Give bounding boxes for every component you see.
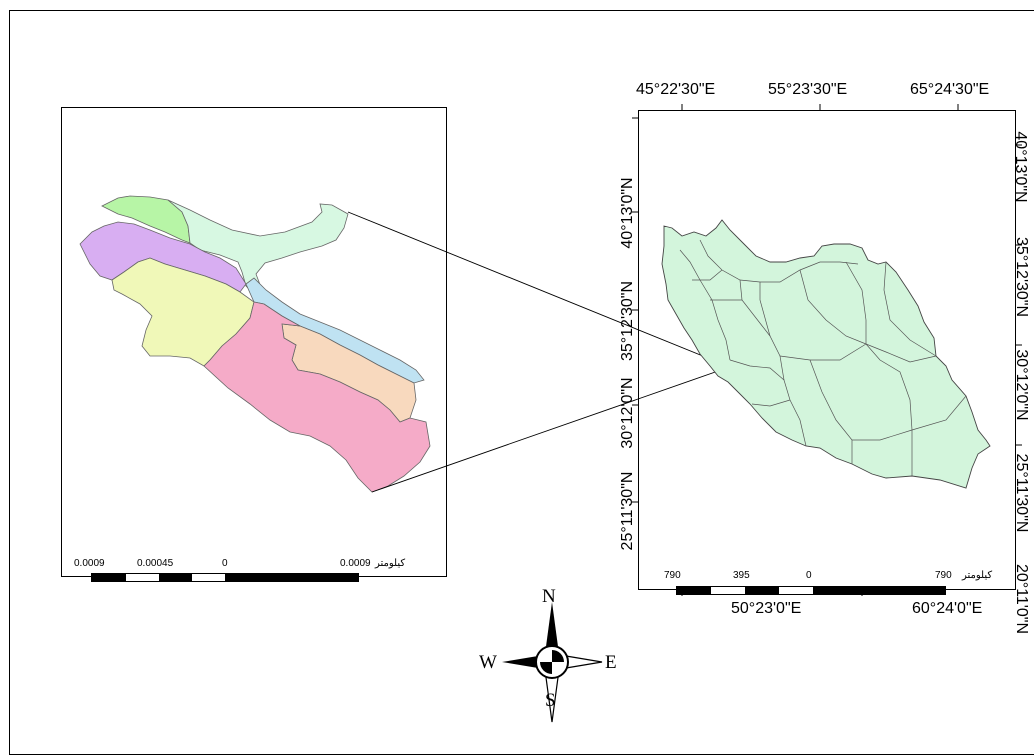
iran-scale-label-3: 0 <box>806 570 812 581</box>
right-latitude-label-4: 25°11'30"N <box>1013 453 1030 533</box>
inset-scale-label-1: 0.0009 <box>74 558 105 569</box>
compass-label-e: E <box>605 652 617 673</box>
iran-province-borders <box>679 239 967 476</box>
top-longitude-label-2: 55°23'30"E <box>768 81 848 98</box>
inset-scale-unit: کیلومتر <box>375 558 406 569</box>
region-pink <box>203 301 431 493</box>
inset-scale-label-2: 0.00045 <box>137 558 174 569</box>
connector-line-bottom <box>371 369 722 493</box>
top-longitude-label-3: 65°24'30"E <box>910 81 990 98</box>
right-latitude-label-1: 40°13'0"N <box>1012 131 1029 203</box>
region-mint <box>167 199 349 296</box>
right-latitude-label-2: 35°12'30"N <box>1013 236 1030 318</box>
left-latitude-label-1: 40°13'0"N <box>619 177 636 249</box>
top-longitude-label-1: 45°22'30"E <box>636 81 716 98</box>
connector-lines <box>347 211 731 493</box>
compass-north-point <box>545 602 559 654</box>
compass-west-point <box>502 655 544 669</box>
bottom-longitude-label-1: 50°23'0"E <box>731 600 802 617</box>
province-regions <box>79 195 431 493</box>
iran-map <box>661 219 991 489</box>
inset-scale-label-4: 0.0009 <box>340 558 371 569</box>
iran-scale-label-1: 790 <box>664 570 681 581</box>
bottom-longitude-label-2: 60°24'0"E <box>912 600 983 617</box>
north-arrow <box>502 602 603 723</box>
iran-scale-bar <box>676 586 946 595</box>
iran-scale-unit: کیلومتر <box>962 570 993 581</box>
iran-scale-label-2: 395 <box>733 570 750 581</box>
right-latitude-label-5: 20°11'0"N <box>1013 564 1030 634</box>
inset-scale-label-3: 0 <box>222 558 228 569</box>
inset-scale-bar <box>91 573 359 582</box>
right-latitude-label-3: 30°12'0"N <box>1013 349 1030 421</box>
compass-label-w: W <box>479 652 497 673</box>
iran-outline <box>661 219 991 489</box>
compass-label-s: S <box>545 690 556 711</box>
iran-scale-label-4: 790 <box>935 570 952 581</box>
connector-line-top <box>347 211 731 368</box>
left-latitude-label-4: 25°11'30"N <box>619 471 636 551</box>
compass-label-n: N <box>542 586 556 607</box>
